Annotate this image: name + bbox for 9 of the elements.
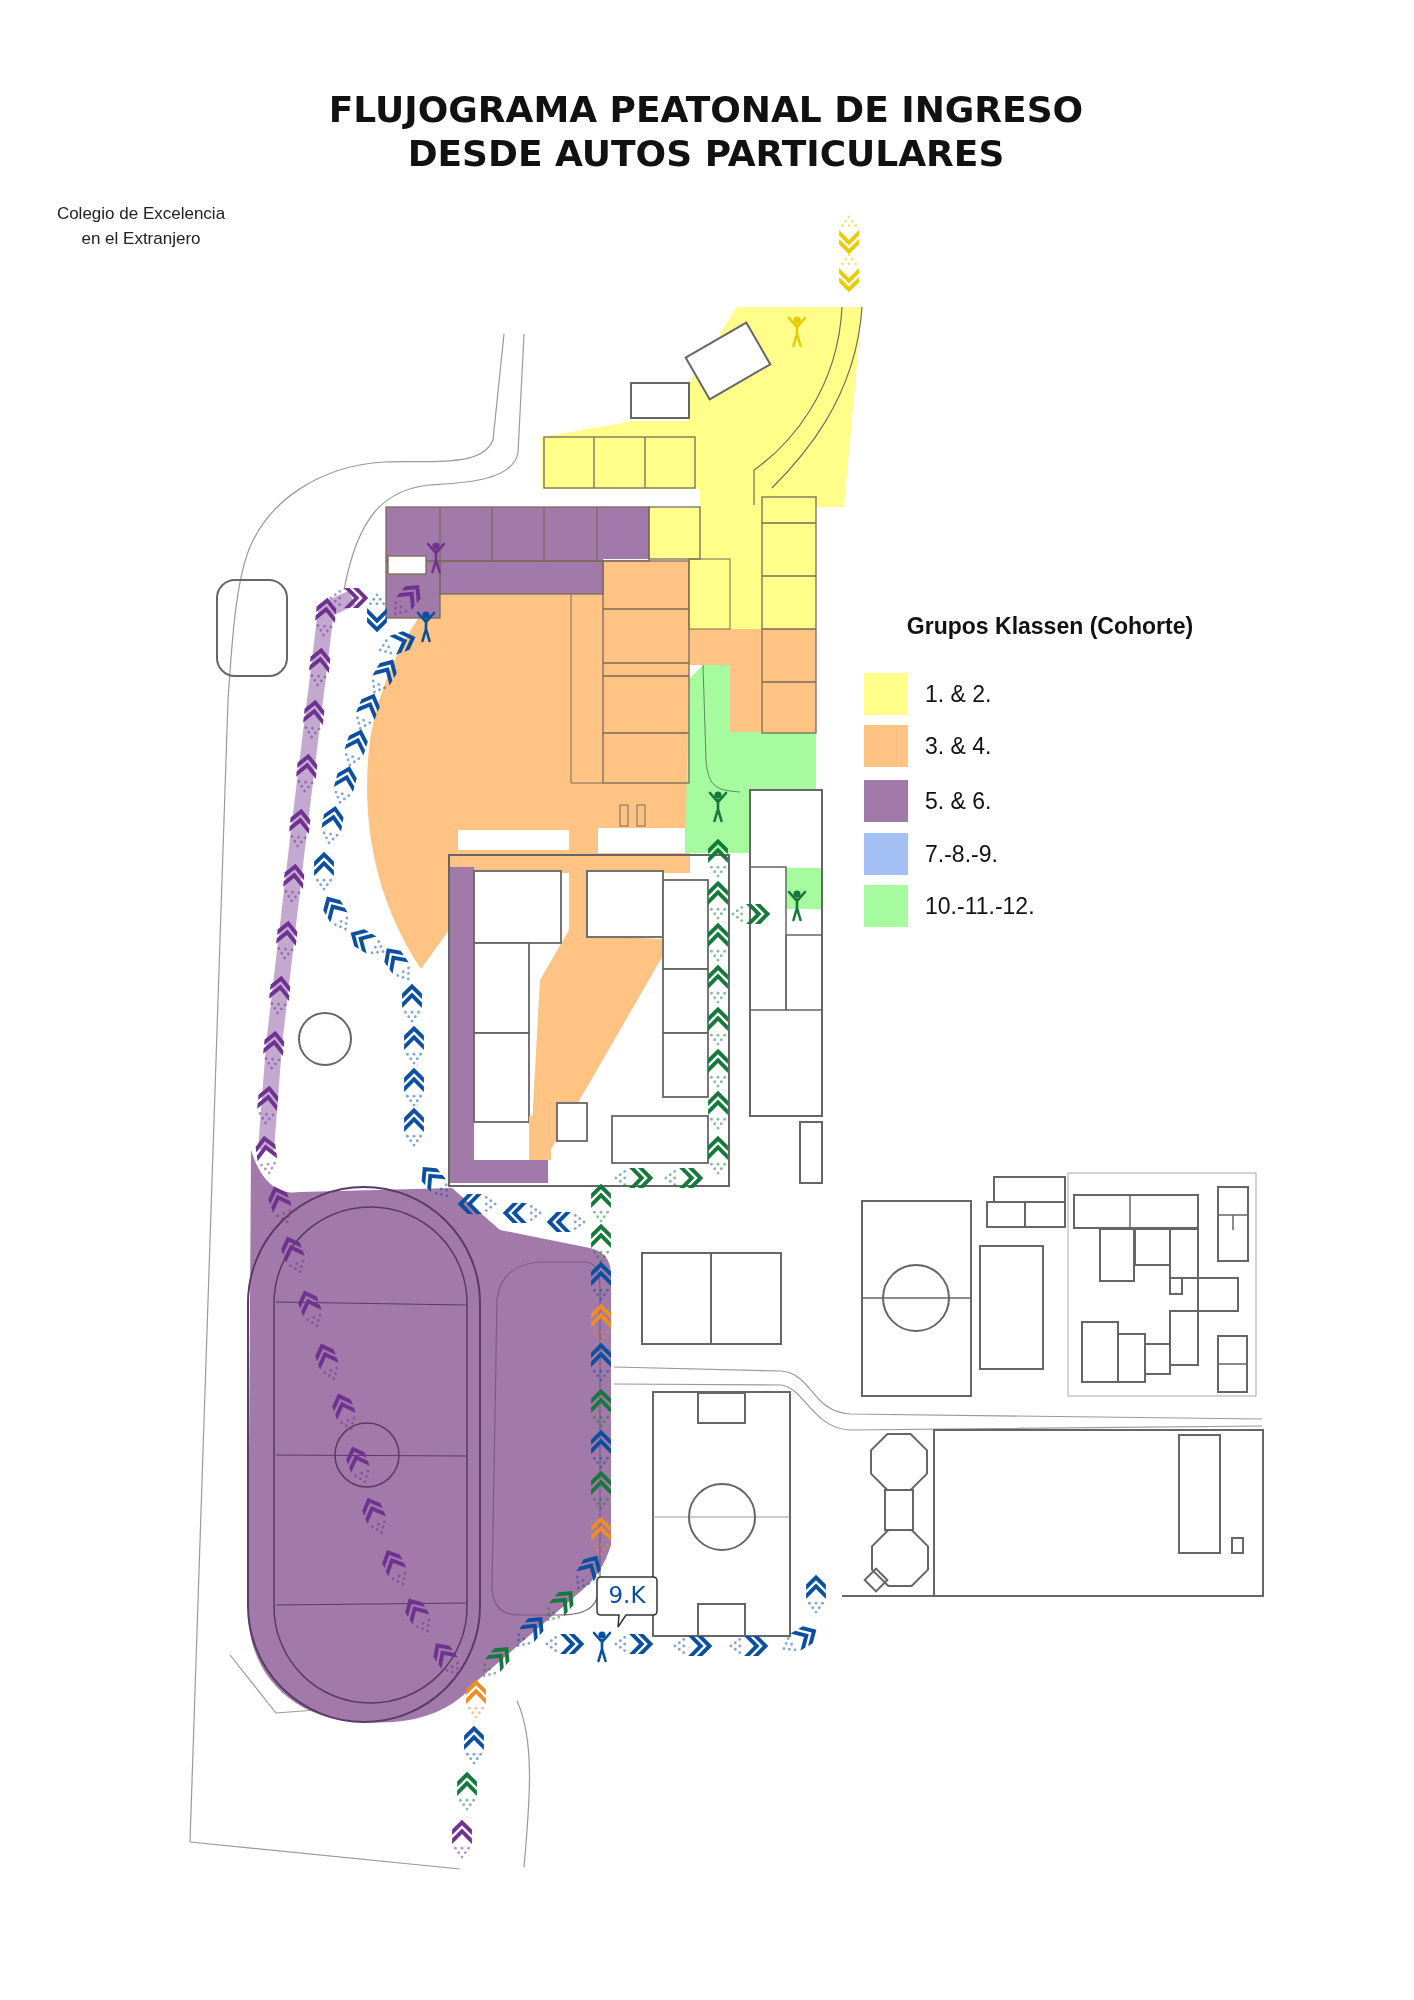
legend-label: 7.-8.-9. xyxy=(925,840,998,869)
legend-title: Grupos Klassen (Cohorte) xyxy=(905,612,1195,641)
legend-label: 1. & 2. xyxy=(925,680,992,709)
tagline: Colegio de Excelencia en el Extranjero xyxy=(55,203,227,250)
legend-label: 5. & 6. xyxy=(925,787,992,816)
title: FLUJOGRAMA PEATONAL DE INGRESO DESDE AUTOS PARTICULARES xyxy=(327,88,1085,176)
speech-bubble: 9.K xyxy=(596,1576,658,1628)
legend-label: 10.-11.-12. xyxy=(925,892,1035,921)
legend-label: 3. & 4. xyxy=(925,732,992,761)
